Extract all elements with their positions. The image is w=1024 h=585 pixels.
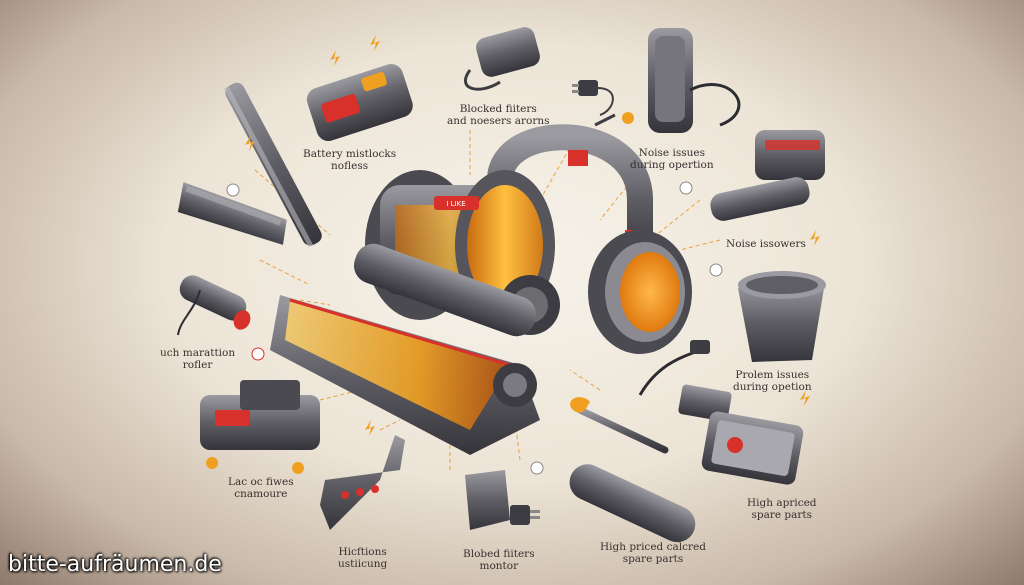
battery-pack	[306, 64, 413, 142]
label-marattion-rofler: uch marattion rofler	[160, 347, 236, 371]
label-high-apriced: High apriced spare parts	[747, 497, 817, 521]
dust-bin	[738, 271, 826, 362]
tablet-display	[701, 411, 804, 485]
plug-icon	[572, 80, 614, 116]
label-prolem-issues: Prolem issues during opetion	[733, 369, 812, 393]
info-icon	[530, 461, 544, 475]
filter-disc	[588, 230, 692, 354]
main-vacuum: I LIKE	[270, 124, 653, 455]
label-high-priced-bottom: High priced calcred spare parts	[600, 541, 706, 565]
label-lac-fives: Lac oc fiwes cnamoure	[228, 476, 294, 500]
info-icon	[679, 181, 693, 195]
body-badge-text: I LIKE	[446, 200, 465, 208]
warning-icon	[292, 462, 304, 474]
zap-marks	[245, 35, 820, 436]
info-icon	[709, 263, 723, 277]
docking-station	[648, 28, 741, 133]
warning-icon	[251, 347, 265, 361]
mini-motor-head	[710, 130, 825, 221]
warning-icon	[206, 457, 218, 469]
usb-adapter	[465, 470, 540, 530]
label-hicftions: Hicftions ustiicung	[338, 546, 388, 570]
wrench-tool	[570, 397, 669, 454]
label-blocked-filters-top: Blocked fiiters and noesers arorns	[447, 103, 550, 127]
zap-dot	[622, 112, 634, 124]
charging-base	[200, 380, 320, 450]
wand-tube	[224, 82, 322, 248]
label-noise-issowers: Noise issowers	[726, 238, 806, 250]
site-watermark: bitte-aufräumen.de	[8, 552, 222, 577]
cable-bit	[594, 113, 616, 127]
charger-adapter	[463, 27, 540, 91]
power-cord	[638, 340, 710, 396]
label-blobed-filters: Blobed fiiters montor	[463, 548, 535, 572]
crevice-tool	[177, 182, 287, 245]
info-icon	[226, 183, 240, 197]
soft-roller	[177, 275, 251, 336]
handheld-remote	[320, 435, 405, 530]
brush-roller	[569, 464, 696, 543]
label-battery: Battery mistlocks nofless	[303, 148, 397, 172]
label-noise-issues-top: Noise issues during opertion	[630, 147, 714, 171]
